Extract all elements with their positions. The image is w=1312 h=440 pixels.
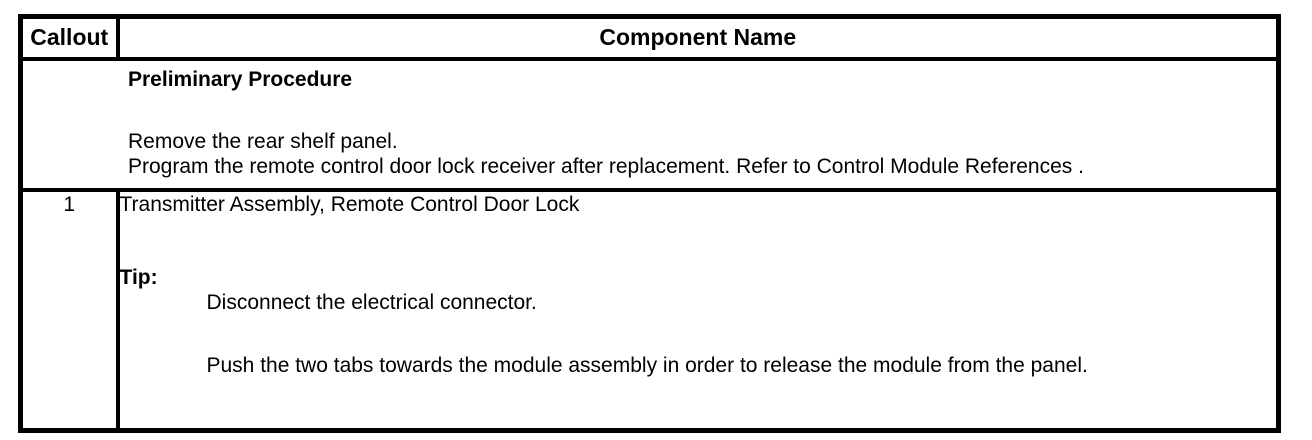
component-description-cell: Transmitter Assembly, Remote Control Doo… <box>115 187 1281 433</box>
component-row: 1 Transmitter Assembly, Remote Control D… <box>18 187 1281 433</box>
callout-column-header: Callout <box>18 14 120 61</box>
preliminary-procedure-title: Preliminary Procedure <box>128 67 353 91</box>
callout-number: 1 <box>63 192 76 216</box>
callout-number-cell: 1 <box>18 187 120 433</box>
component-name-column-header: Component Name <box>115 14 1281 61</box>
tip-step-line: Disconnect the electrical connector. <box>206 290 537 314</box>
preliminary-step-line: Remove the rear shelf panel. <box>128 129 398 153</box>
preliminary-step-line: Program the remote control door lock rec… <box>128 154 1084 178</box>
preliminary-procedure-row: Preliminary Procedure Remove the rear sh… <box>18 56 1281 192</box>
preliminary-procedure-cell: Preliminary Procedure Remove the rear sh… <box>18 56 1281 192</box>
callout-component-table: Callout Component Name Preliminary Proce… <box>18 14 1281 433</box>
preliminary-steps: Remove the rear shelf panel. Program the… <box>128 129 1266 179</box>
component-name-text: Transmitter Assembly, Remote Control Doo… <box>119 192 580 216</box>
tip-step-line: Push the two tabs towards the module ass… <box>206 353 1088 377</box>
table-header-row: Callout Component Name <box>18 14 1281 61</box>
tip-label: Tip: <box>119 265 158 289</box>
